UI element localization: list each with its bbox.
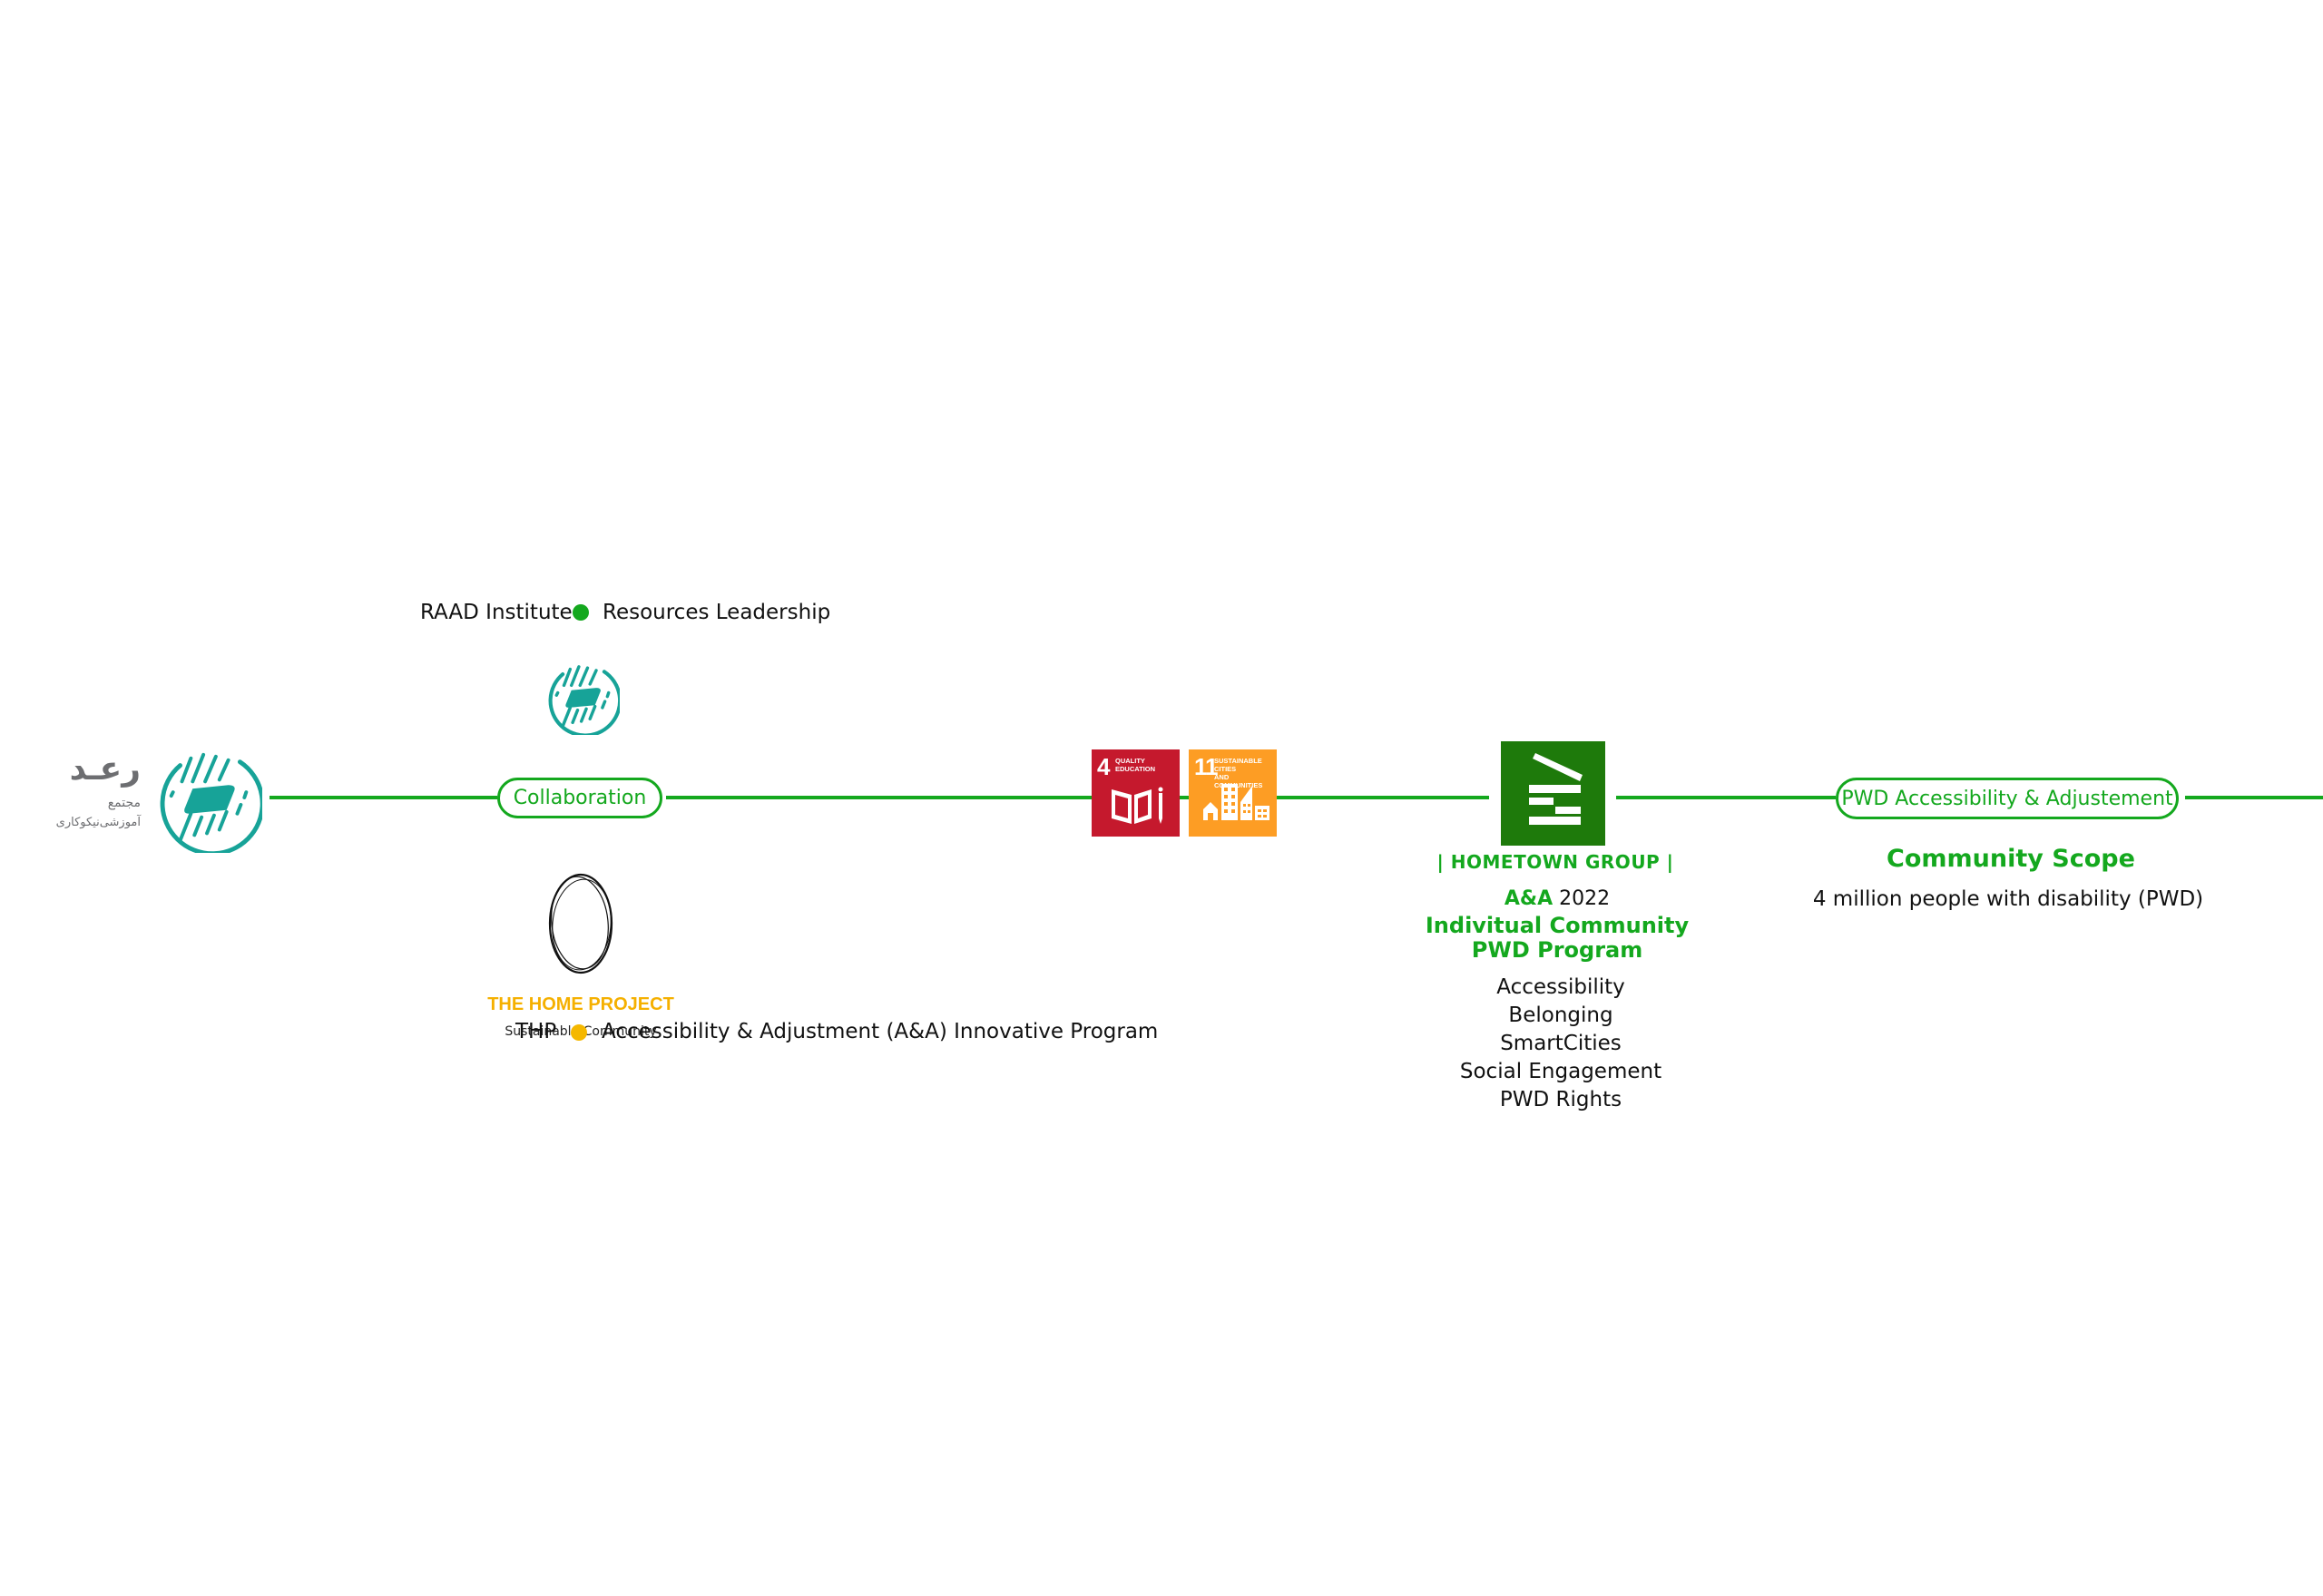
raad-subtitle-line2: آموزشی‌نیکوکاری xyxy=(55,816,141,829)
raad-logo: رعـد مجتمع آموزشی‌نیکوکاری xyxy=(50,744,263,853)
collaboration-label: Collaboration xyxy=(513,787,647,809)
collaboration-pill: Collaboration xyxy=(497,778,662,818)
timeline-line-segment xyxy=(270,796,497,799)
program-year: 2022 xyxy=(1559,887,1611,910)
status-dot-yellow xyxy=(571,1024,587,1041)
program-title-line1: Indivitual Community xyxy=(1425,913,1690,938)
raad-emblem-icon xyxy=(160,752,262,853)
thp-label: THP xyxy=(515,1020,557,1043)
raad-name-fa: رعـد xyxy=(69,750,141,788)
sdg-caption: Quality Education xyxy=(1115,757,1156,773)
home-project-circle-icon xyxy=(548,873,613,974)
community-scope-description: 4 million people with disability (PWD) xyxy=(1812,887,2204,911)
stacked-bars-icon xyxy=(1529,753,1583,825)
program-tag: A&A xyxy=(1504,887,1554,910)
timeline-line-segment xyxy=(1616,796,1836,799)
topic-pwd-rights: PWD Rights xyxy=(1499,1088,1622,1111)
resources-leadership-label: Resources Leadership xyxy=(603,601,831,624)
topic-social-engagement: Social Engagement xyxy=(1459,1060,1662,1083)
program-tag-line: A&A 2022 xyxy=(1505,889,1610,909)
thp-program-label: Accessibility & Adjustment (A&A) Innovat… xyxy=(602,1020,1159,1043)
raad-subtitle-line1: مجتمع xyxy=(107,796,141,810)
raad-small-emblem-icon xyxy=(548,665,620,735)
raad-institute-label: RAAD Institute xyxy=(420,601,573,624)
program-title-line2: PWD Program xyxy=(1471,937,1643,963)
hometown-group-label: | HOMETOWN GROUP | xyxy=(1436,851,1674,873)
topic-belonging: Belonging xyxy=(1508,1004,1613,1027)
topic-smartcities: SmartCities xyxy=(1500,1032,1622,1055)
timeline-line-segment xyxy=(1180,796,1189,799)
sdg-number: 11 xyxy=(1194,753,1218,780)
sdg-caption: Sustainable cities and communities xyxy=(1214,757,1263,789)
book-pencil-icon xyxy=(1112,787,1163,824)
topic-accessibility: Accessibility xyxy=(1496,975,1625,999)
status-dot-green xyxy=(573,604,589,621)
sdg-11-sustainable-cities-tile: 11 Sustainable cities and communities xyxy=(1189,749,1277,837)
timeline-line-segment xyxy=(2185,796,2323,799)
sdg-number: 4 xyxy=(1097,753,1111,780)
community-scope-title: Community Scope xyxy=(1887,845,2135,873)
hometown-group-logo xyxy=(1501,741,1605,846)
home-project-title: THE HOME PROJECT xyxy=(487,994,674,1014)
pwd-accessibility-pill: PWD Accessibility & Adjustement xyxy=(1836,778,2179,819)
timeline-line-segment xyxy=(1277,796,1489,799)
city-buildings-icon xyxy=(1203,784,1269,820)
timeline-line-segment xyxy=(666,796,1093,799)
sdg-4-quality-education-tile: 4 Quality Education xyxy=(1092,749,1180,837)
pwd-accessibility-label: PWD Accessibility & Adjustement xyxy=(1841,787,2173,810)
